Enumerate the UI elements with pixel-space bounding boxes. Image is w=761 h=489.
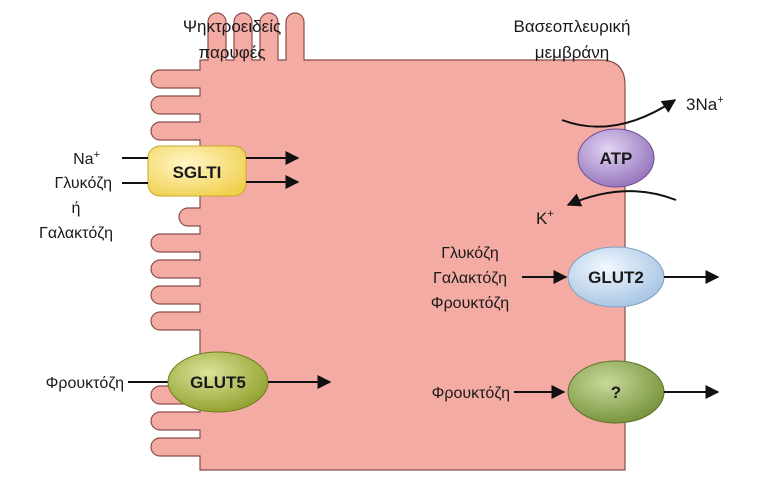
atp-label: ATP — [600, 149, 633, 168]
three-na-label: 3Na+ — [686, 94, 724, 114]
glucose-right-label: Γλυκόζη — [441, 245, 499, 262]
glut2-label: GLUT2 — [588, 268, 644, 287]
galactose-left-label: Γαλακτόζη — [39, 225, 113, 242]
fructose-left-label: Φρουκτόζη — [46, 375, 124, 392]
k-influx-arrow — [566, 190, 677, 207]
na-label: Na+ — [73, 149, 100, 168]
apical-header-line2: παρυφές — [198, 43, 265, 62]
apical-header-line1: Ψηκτροειδείς — [183, 17, 281, 36]
basolateral-header-line2: μεμβράνη — [535, 43, 609, 62]
galactose-right-label: Γαλακτόζη — [433, 270, 507, 287]
sglt-label: SGLTI — [173, 163, 222, 182]
glucose-left-label: Γλυκόζη — [54, 175, 112, 192]
basolateral-header-line1: Βασεοπλευρική — [514, 17, 631, 36]
na-efflux-arrow — [561, 99, 677, 128]
sglt-transporter — [147, 145, 247, 197]
k-label: K+ — [536, 208, 554, 228]
unknown-transporter-label: ? — [611, 383, 621, 402]
fructose-right-lower-label: Φρουκτόζη — [432, 385, 510, 402]
fructose-right-label: Φρουκτόζη — [431, 295, 509, 312]
atp-pump — [577, 128, 655, 188]
or-label: ή — [72, 200, 81, 217]
cell-body — [150, 12, 626, 471]
glut5-label: GLUT5 — [190, 373, 246, 392]
